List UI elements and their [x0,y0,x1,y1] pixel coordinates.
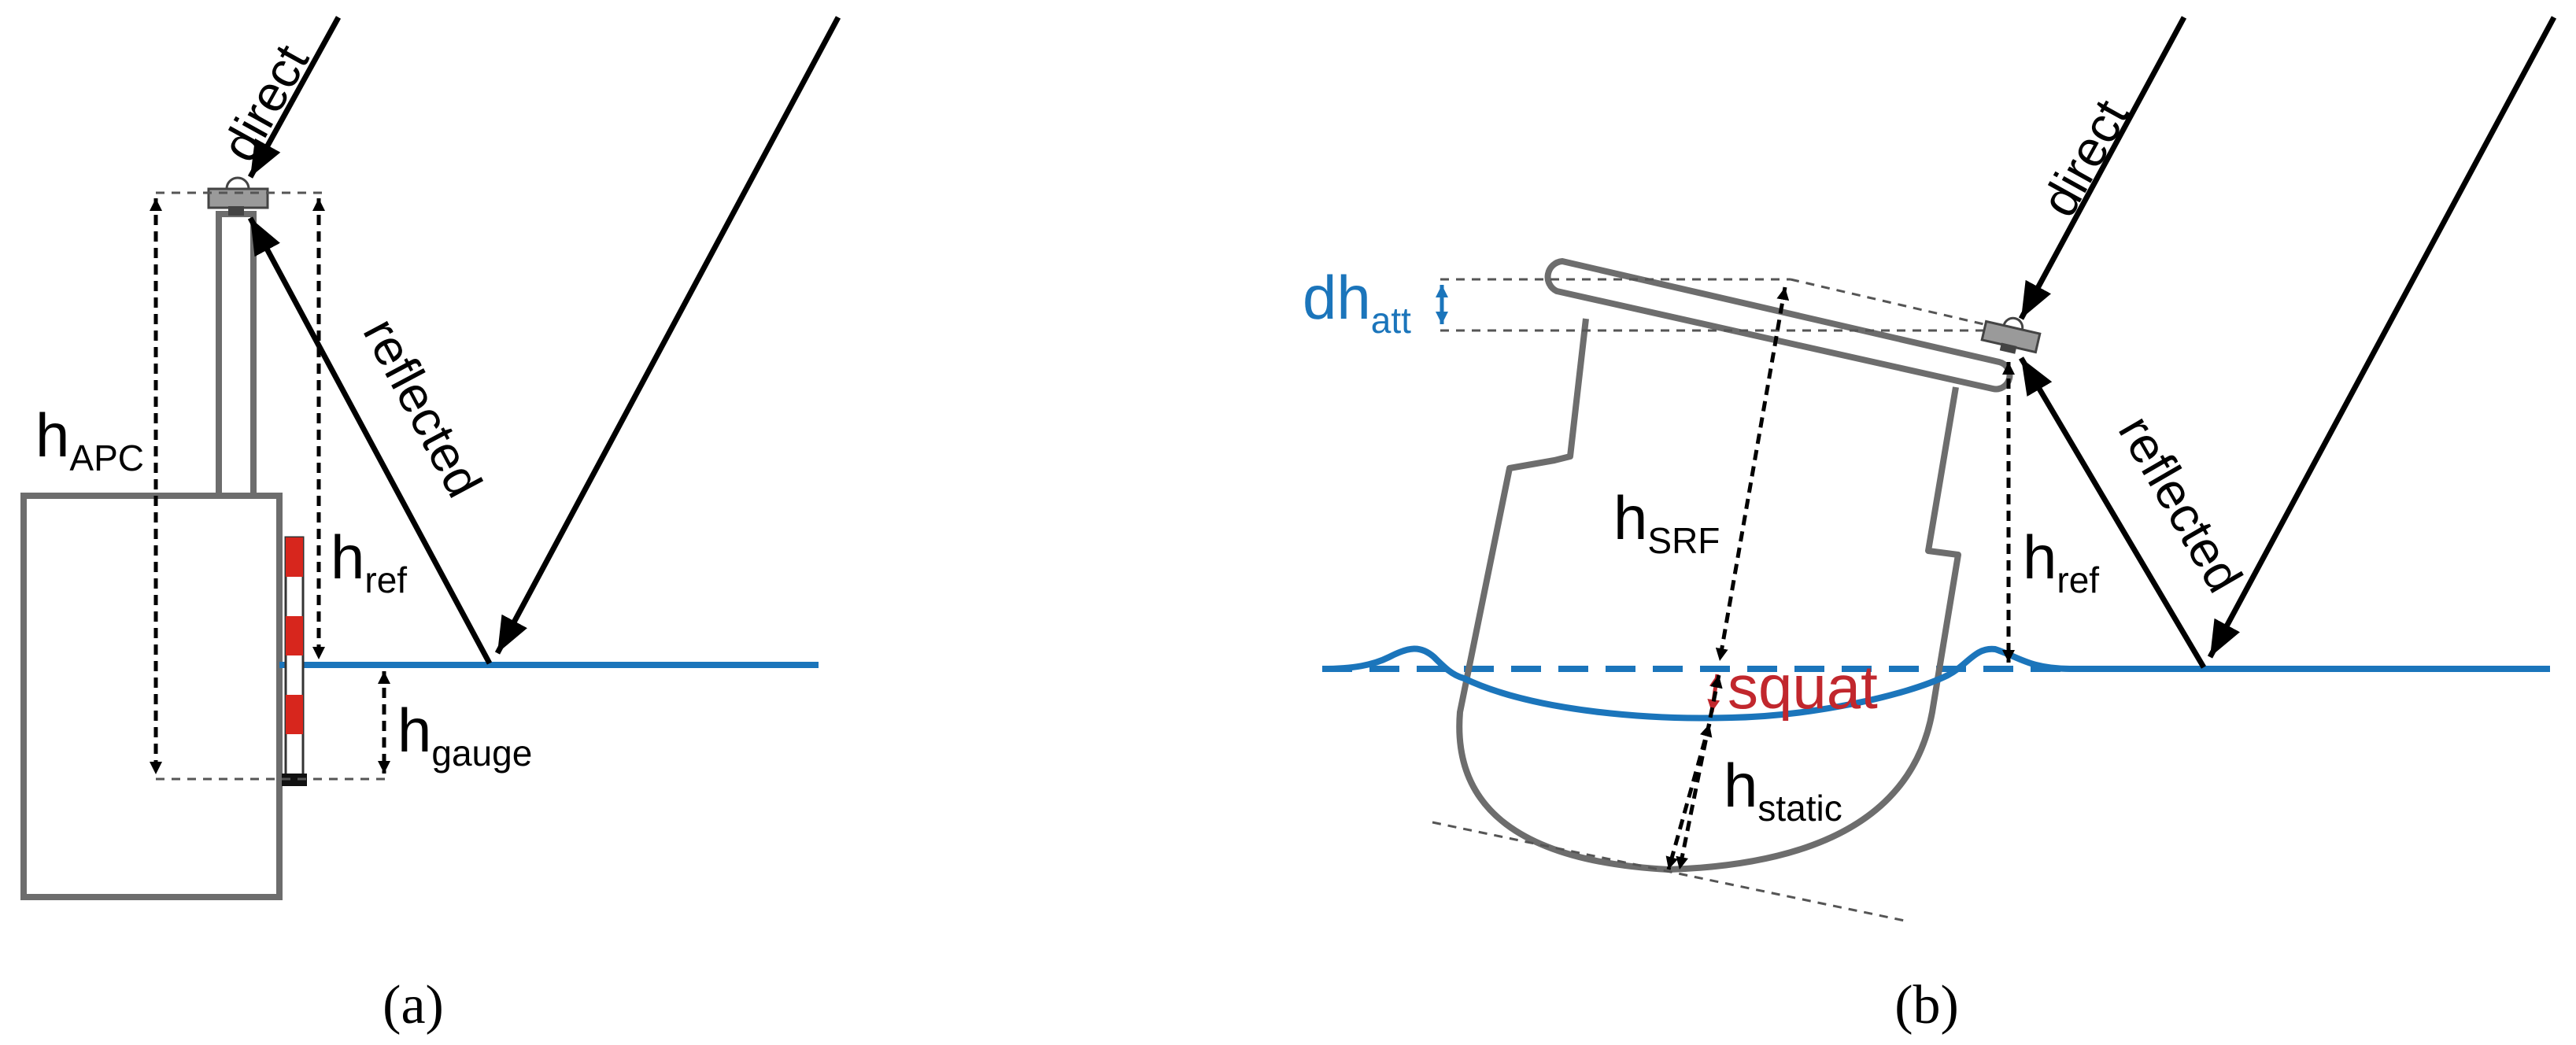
h-srf-sub: SRF [1647,520,1720,561]
h-apc-main: h [35,401,69,470]
reflected-ray-b [2018,356,2207,669]
h-srf-arrow [1715,286,1790,662]
label-reflected: reflected [353,309,493,507]
label-reflected-b: reflected [2108,406,2253,602]
dashed-reference-lines [156,191,386,781]
h-apc-sub: APC [69,438,144,478]
tide-gauge [282,536,307,786]
building [20,493,283,900]
antenna-mast [216,211,257,499]
h-static-main: h [1724,751,1757,820]
h-ref-b-sub: ref [2057,559,2099,600]
panel-b: direct reflected dhatt hSRF href squat h… [1303,16,2557,1036]
wave-surface [1321,645,2550,722]
label-h-apc: hAPC [35,401,144,478]
h-gauge-main: h [397,696,431,765]
label-direct-b: direct [2030,90,2139,226]
ship-hull [1456,318,1961,873]
label-squat: squat [1728,652,1878,722]
h-ref-main: h [331,522,364,592]
panel-a: direct reflected hAPC href hgauge (a) [20,16,841,1036]
label-h-srf: hSRF [1613,483,1720,561]
h-srf-main: h [1613,483,1647,552]
direct-ray [247,16,342,179]
caption-a: (a) [383,975,444,1036]
dh-att-sub: att [1371,300,1411,341]
h-gauge-sub: gauge [431,733,532,774]
label-direct: direct [210,35,320,171]
label-dh-att: dhatt [1303,263,1411,341]
reflected-ray [247,216,493,665]
h-static-arrow-2 [1676,674,1723,870]
caption-b: (b) [1894,975,1959,1036]
dh-att-main: dh [1303,263,1371,332]
antenna-icon [207,176,269,216]
incident-ray [494,16,841,655]
h-static-sub: static [1757,788,1842,829]
label-h-ref-a: href [331,522,407,600]
incident-ray-b [2207,16,2557,659]
h-ref-b-main: h [2023,522,2057,592]
antenna-icon-b [1980,316,2042,354]
label-h-gauge: hgauge [397,696,532,774]
label-h-static: hstatic [1724,751,1842,829]
h-ref-sub: ref [364,559,407,600]
direct-ray-b [2018,16,2187,320]
label-h-ref-b: href [2023,522,2099,600]
